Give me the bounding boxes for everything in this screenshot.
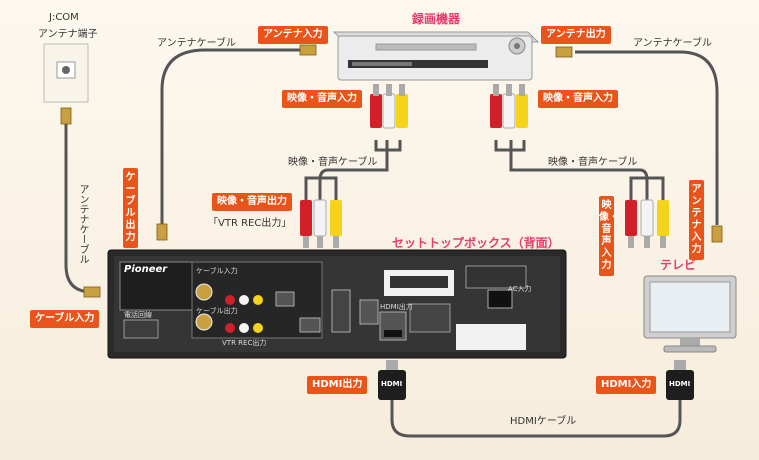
av-cable-label-left: 映像・音声ケーブル <box>288 157 378 168</box>
av-cable-label-right: 映像・音声ケーブル <box>548 157 638 168</box>
badge-antenna-out: アンテナ出力 <box>541 26 611 44</box>
badge-cable-out: ケーブル出力 <box>123 168 138 248</box>
rca-plugs <box>300 84 669 248</box>
settop-title: セットトップボックス（背面） <box>392 236 560 250</box>
hdmi-cable-label: HDMIケーブル <box>510 416 577 427</box>
badge-hdmi-out: HDMI出力 <box>307 376 368 394</box>
badge-antenna-in: アンテナ入力 <box>258 26 328 44</box>
antenna-cable-label-vertical: アンテナケーブル <box>77 184 88 264</box>
stb-rec-out-print: VTR REC出力 <box>222 339 267 347</box>
jcom-label: J:COM <box>49 12 79 23</box>
badge-tv-av-in: 映像・音声入力 <box>599 196 619 276</box>
recorder-title: 録画機器 <box>412 12 461 26</box>
badge-av-out-recorder: 映像・音声入力 <box>538 90 618 108</box>
stb-hdmi-port-print: HDMI出力 <box>380 303 413 311</box>
av-cable-left <box>304 140 402 200</box>
hdmi-plug-label-right: HDMI <box>669 380 691 388</box>
stb-brand-logo: Pioneer <box>124 264 168 275</box>
tv-device <box>643 275 737 353</box>
jcom-outlet-label: アンテナ端子 <box>38 29 98 40</box>
tv-title: テレビ <box>660 258 697 272</box>
antenna-cable-recorder-tv <box>575 50 719 225</box>
antenna-cable-label-right: アンテナケーブル <box>633 38 712 49</box>
stb-cable-out-print: ケーブル出力 <box>196 307 238 315</box>
stb-ac-print: AC入力 <box>508 285 532 293</box>
badge-cable-in: ケーブル入力 <box>30 310 100 328</box>
f-connector-plugs <box>60 44 723 298</box>
hdmi-cable <box>390 400 682 438</box>
badge-av-in-recorder: 映像・音声入力 <box>282 90 362 108</box>
jcom-outlet <box>43 43 89 103</box>
settop-box <box>107 249 567 359</box>
antenna-cable-label-left: アンテナケーブル <box>157 38 236 49</box>
antenna-cable-stb-recorder <box>160 48 305 232</box>
recorder-device <box>332 31 540 81</box>
hdmi-plug-label-left: HDMI <box>381 380 403 388</box>
hdmi-plugs <box>378 360 694 400</box>
badge-hdmi-in: HDMI入力 <box>596 376 657 394</box>
badge-tv-antenna-in: アンテナ入力 <box>689 180 704 260</box>
av-cable-right <box>494 140 665 200</box>
stb-phone-print: 電話回線 <box>124 311 152 319</box>
stb-cable-in-print: ケーブル入力 <box>196 267 238 275</box>
vtr-rec-label: 「VTR REC出力」 <box>208 218 292 229</box>
badge-av-out-stb: 映像・音声出力 <box>212 193 292 211</box>
